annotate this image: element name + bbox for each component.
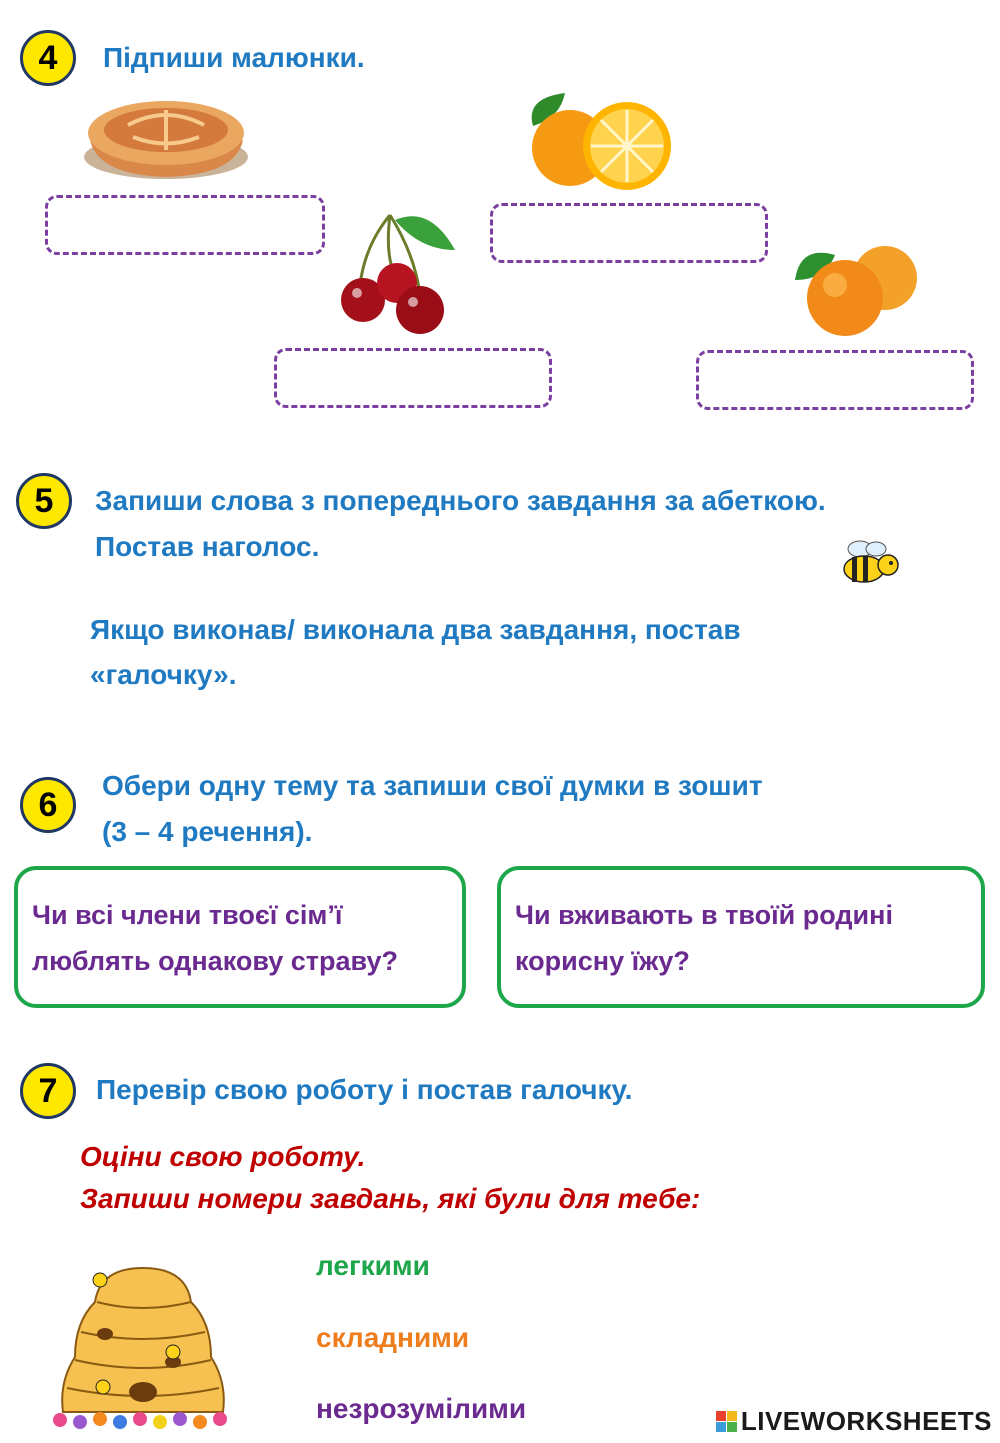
task-5-number: 5: [16, 473, 72, 529]
answer-box-orange[interactable]: [490, 203, 768, 263]
task-5-note-line1: Якщо виконав/ виконала два завдання, пос…: [90, 614, 741, 645]
task-5-line2: Постав наголос.: [95, 531, 320, 562]
task-5-note-line2: «галочку».: [90, 659, 237, 690]
task-6-line1: Обери одну тему та запиши свої думки в з…: [102, 770, 763, 801]
topic-1-line1: Чи всі члени твоєї сім’ї: [32, 900, 343, 930]
watermark-text: LIVEWORKSHEETS: [740, 1406, 992, 1436]
rate-line-2: Запиши номери завдань, які були для тебе…: [80, 1183, 701, 1214]
topic-card-1[interactable]: Чи всі члени твоєї сім’ї люблять однаков…: [14, 866, 466, 1008]
orange-image: [531, 93, 671, 190]
task-4-number: 4: [20, 30, 76, 86]
cherry-image: [341, 214, 455, 334]
apricot-image: [795, 246, 917, 336]
topic-2-line1: Чи вживають в твоїй родині: [515, 900, 893, 930]
answer-box-cherry[interactable]: [274, 348, 552, 408]
level-easy: легкими: [316, 1250, 430, 1281]
pie-image: [84, 101, 248, 179]
bee-icon: [843, 540, 899, 583]
task-7-number: 7: [20, 1063, 76, 1119]
level-unclear: незрозумілими: [316, 1393, 527, 1424]
task-6-line2: (3 – 4 речення).: [102, 816, 313, 847]
task-7-title: Перевір свою роботу і постав галочку.: [96, 1074, 633, 1105]
level-hard: складними: [316, 1322, 470, 1353]
liveworksheets-logo-icon: [715, 1411, 737, 1432]
answer-box-apricot[interactable]: [696, 350, 974, 410]
task-6-number: 6: [20, 777, 76, 833]
rate-line-1: Оціни свою роботу.: [80, 1141, 366, 1172]
topic-card-2[interactable]: Чи вживають в твоїй родині корисну їжу?: [497, 866, 985, 1008]
beehive-image: [53, 1266, 227, 1429]
liveworksheets-watermark: LIVEWORKSHEETS: [715, 1406, 992, 1437]
topic-1-line2: люблять однакову страву?: [32, 946, 398, 976]
topic-2-line2: корисну їжу?: [515, 946, 690, 976]
task-5-line1: Запиши слова з попереднього завдання за …: [95, 485, 826, 516]
answer-box-pie[interactable]: [45, 195, 325, 255]
task-4-title: Підпиши малюнки.: [103, 42, 365, 73]
